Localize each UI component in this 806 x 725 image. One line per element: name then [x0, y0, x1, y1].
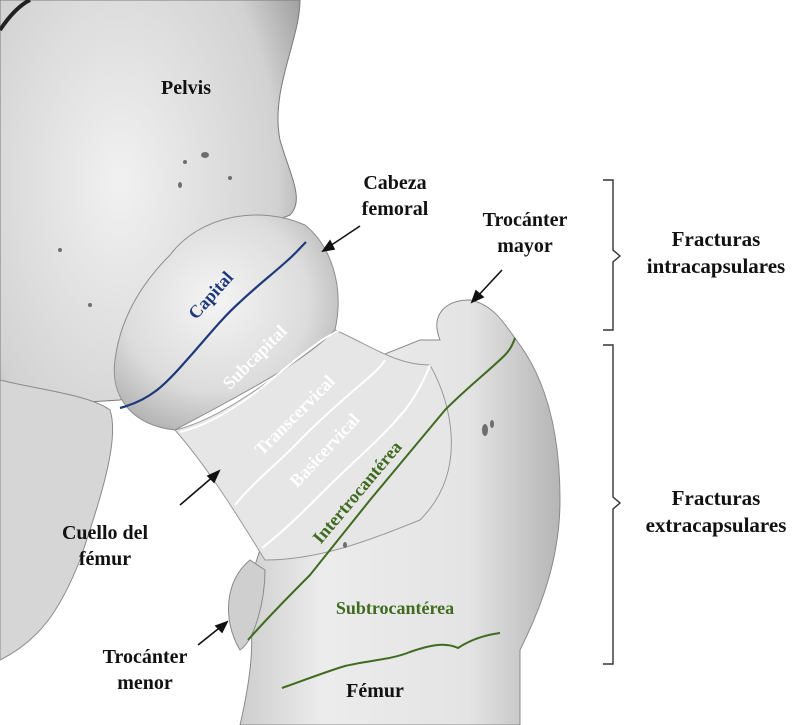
cuello-femur-label: Cuello del fémur	[50, 520, 160, 572]
trocanter-mayor-line-1: Trocánter	[465, 207, 585, 233]
pelvis-label: Pelvis	[138, 75, 234, 101]
arrow-cuello-femur	[180, 475, 215, 505]
cabeza-femoral-line-1: Cabeza	[340, 170, 450, 196]
trocanter-mayor-label: Trocánter mayor	[465, 207, 585, 259]
fracturas-intracapsulares-label: Fracturas intracapsulares	[630, 226, 802, 281]
femur-label-text: Fémur	[325, 678, 425, 704]
arrowhead-trocanter-menor	[216, 622, 227, 632]
intracapsulares-line-2: intracapsulares	[630, 253, 802, 280]
extracapsular-bracket	[603, 345, 620, 664]
cabeza-femoral-label: Cabeza femoral	[340, 170, 450, 222]
pelvis-label-text: Pelvis	[138, 75, 234, 101]
cuello-femur-line-1: Cuello del	[50, 520, 160, 546]
extracapsulares-line-2: extracapsulares	[630, 512, 802, 539]
cuello-femur-line-2: fémur	[50, 546, 160, 572]
femur-label: Fémur	[325, 678, 425, 704]
trocanter-mayor-line-2: mayor	[465, 233, 585, 259]
trocanter-menor-line-1: Trocánter	[85, 644, 205, 670]
intracapsulares-line-1: Fracturas	[630, 226, 802, 253]
fracturas-extracapsulares-label: Fracturas extracapsulares	[630, 485, 802, 540]
cabeza-femoral-line-2: femoral	[340, 196, 450, 222]
extracapsulares-line-1: Fracturas	[630, 485, 802, 512]
trocanter-menor-label: Trocánter menor	[85, 644, 205, 696]
arrowhead-cabeza-femoral	[323, 241, 334, 251]
subtrocanterea-zone-label: Subtrocantérea	[305, 598, 485, 619]
trocanter-menor-line-2: menor	[85, 670, 205, 696]
classification-brackets	[603, 180, 620, 664]
intracapsular-bracket	[603, 180, 620, 330]
